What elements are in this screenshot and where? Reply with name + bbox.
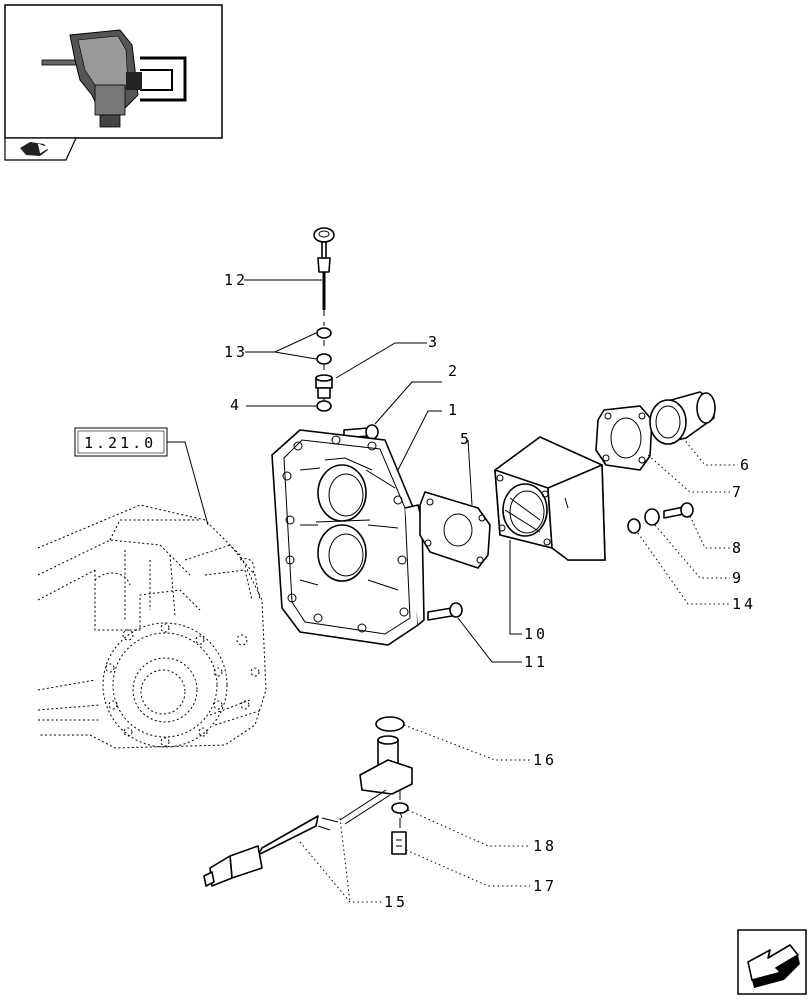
small-bolt-part [663, 502, 694, 519]
reference-box-label: 1.21.0 [84, 434, 156, 452]
callout-9: 9 [732, 569, 744, 587]
flange-gasket-part [595, 405, 653, 471]
reference-box[interactable]: 1.21.0 [74, 427, 209, 526]
callout-8: 8 [732, 539, 744, 557]
callout-7: 7 [732, 483, 744, 501]
callout-15: 15 [384, 893, 408, 911]
assembly-thumbnail-icon[interactable] [4, 4, 223, 139]
callout-1: 1 [448, 401, 460, 419]
cover-plate-part [271, 429, 425, 646]
callout-14: 14 [732, 595, 756, 613]
callout-13: 13 [224, 343, 248, 361]
leader-lines [244, 279, 738, 903]
washer-part [316, 327, 332, 365]
callout-12: 12 [224, 271, 248, 289]
callout-6: 6 [740, 456, 752, 474]
callout-18: 18 [533, 837, 557, 855]
book-arrow-icon[interactable] [4, 137, 77, 161]
callout-16: 16 [533, 751, 557, 769]
callout-11: 11 [524, 653, 548, 671]
callout-10: 10 [524, 625, 548, 643]
callout-4: 4 [230, 396, 242, 414]
sensor-bolt-part [391, 831, 407, 855]
callout-3: 3 [428, 333, 440, 351]
adapter-housing-part [494, 436, 606, 561]
sensor-washer-part [391, 802, 409, 814]
gasket-part [419, 491, 491, 569]
lock-washer-part [644, 508, 660, 526]
dipstick-part [313, 227, 335, 310]
callout-labels: 12 13 3 4 2 1 5 6 7 8 9 14 10 11 16 18 1… [224, 271, 756, 911]
callout-5: 5 [460, 430, 472, 448]
sleeve-part [649, 391, 716, 445]
plug-part [315, 374, 333, 399]
callout-2: 2 [448, 362, 460, 380]
seal-washer-part [316, 400, 332, 412]
bolt-part-lower [427, 602, 463, 621]
transmission-housing-outline [37, 504, 267, 749]
sensor-part [203, 716, 413, 887]
plain-washer-part [627, 518, 641, 534]
next-page-arrow-icon[interactable] [737, 929, 807, 995]
callout-17: 17 [533, 877, 557, 895]
